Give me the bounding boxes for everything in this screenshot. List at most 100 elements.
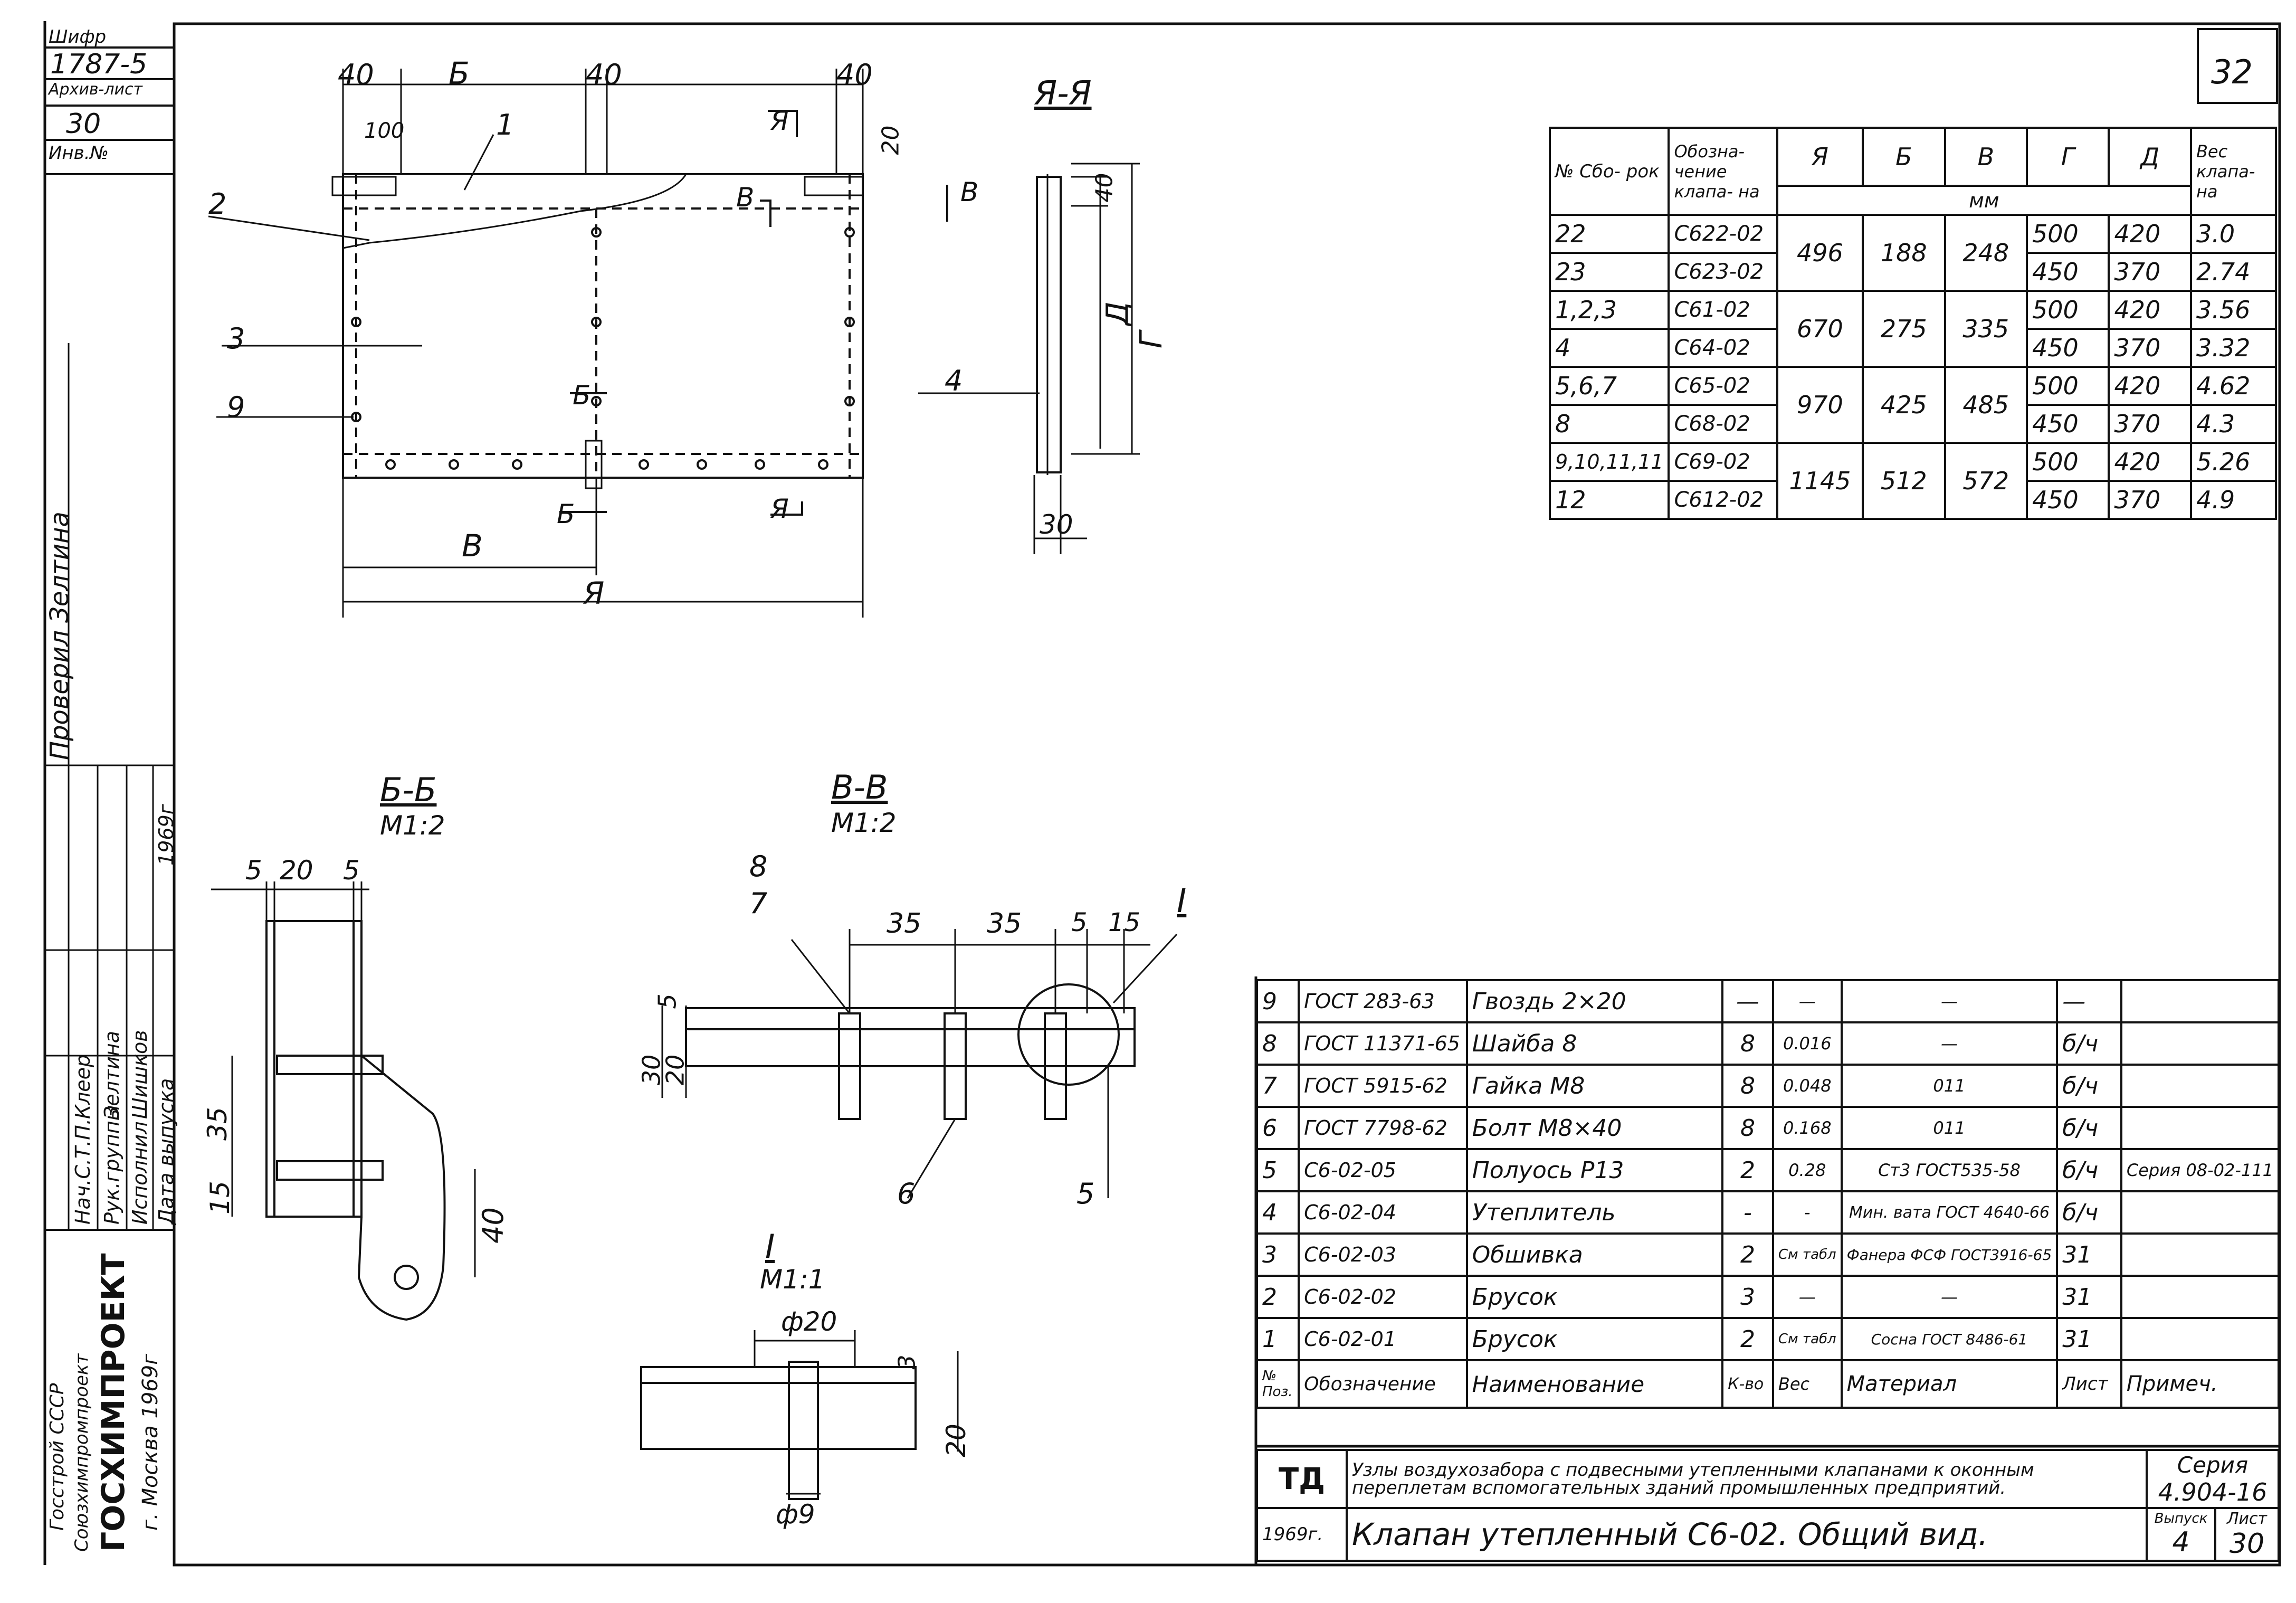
params-row-no: 1,2,3 bbox=[1548, 290, 1670, 330]
section-mark-a-bottom: Я bbox=[770, 494, 789, 524]
params-row-g: 450 bbox=[2025, 480, 2110, 520]
parts-head-pos: № Поз. bbox=[1255, 1359, 1300, 1409]
dim-top-40a: 40 bbox=[338, 58, 374, 91]
stamp-org-name: ГОСХИМПРОЕКТ bbox=[95, 1253, 132, 1552]
part-name: Болт М8×40 bbox=[1465, 1106, 1724, 1150]
part-material: — bbox=[1840, 1275, 2059, 1319]
part-name: Обшивка bbox=[1465, 1232, 1724, 1277]
params-row-code: С68-02 bbox=[1668, 404, 1778, 444]
i-dim-d20: ф20 bbox=[781, 1306, 837, 1337]
part-code: С6-02-04 bbox=[1298, 1190, 1468, 1235]
part-weight: См табл bbox=[1771, 1232, 1843, 1277]
part-name: Полуось Р13 bbox=[1465, 1148, 1724, 1192]
sheet-corner-number: 32 bbox=[2211, 53, 2253, 91]
params-row-b: 188 bbox=[1862, 214, 1946, 292]
section-mark-b-bottom: Б bbox=[557, 499, 575, 529]
part-material: — bbox=[1840, 1021, 2059, 1066]
part-sheet: 31 bbox=[2056, 1232, 2122, 1277]
stamp-cipher-label: Шифр bbox=[49, 26, 107, 48]
vv-dim-20: 20 bbox=[661, 1054, 690, 1086]
main-view bbox=[208, 69, 948, 618]
title-series-cell: Серия 4.904-16 bbox=[2146, 1449, 2280, 1509]
stamp-role-1: Нач.С.Т.П. bbox=[71, 1118, 94, 1225]
part-note bbox=[2120, 1064, 2280, 1108]
part-sheet: 31 bbox=[2056, 1275, 2122, 1319]
dim-30: 30 bbox=[1040, 509, 1073, 540]
part-weight: 0.048 bbox=[1771, 1064, 1843, 1108]
params-row-a: 1145 bbox=[1776, 442, 1864, 520]
part-note bbox=[2120, 1275, 2280, 1319]
params-row-d: 420 bbox=[2108, 214, 2192, 254]
dim-d: Д bbox=[1099, 301, 1136, 326]
part-name: Шайба 8 bbox=[1465, 1021, 1724, 1066]
bb-dim-5b: 5 bbox=[343, 855, 360, 886]
title-block: ТД Узлы воздухозабора с подвесными утепл… bbox=[1256, 1449, 2280, 1562]
part-weight: - bbox=[1771, 1190, 1843, 1235]
part-name: Гайка М8 bbox=[1465, 1064, 1724, 1108]
part-note bbox=[2120, 1317, 2280, 1361]
title-issue-value: 4 bbox=[2172, 1526, 2190, 1558]
callout-5: 5 bbox=[1076, 1177, 1095, 1210]
section-vv-title: В-В bbox=[831, 768, 888, 807]
part-sheet: б/ч bbox=[2056, 1106, 2122, 1150]
dim-v: В bbox=[462, 528, 483, 564]
callout-1: 1 bbox=[496, 108, 515, 141]
params-row-code: С61-02 bbox=[1668, 290, 1778, 330]
parts-head-sheet: Лист bbox=[2056, 1359, 2122, 1409]
bb-dim-40: 40 bbox=[476, 1207, 510, 1244]
params-head-b: Б bbox=[1862, 127, 1946, 187]
parts-head-qty: К-во bbox=[1721, 1359, 1774, 1409]
callout-3: 3 bbox=[227, 322, 245, 355]
params-row-d: 370 bbox=[2108, 480, 2192, 520]
params-row-v: 572 bbox=[1943, 442, 2028, 520]
stamp-inv-label: Инв.№ bbox=[49, 143, 109, 164]
part-name: Утеплитель bbox=[1465, 1190, 1724, 1235]
part-note: Серия 08-02-111 bbox=[2120, 1148, 2280, 1192]
part-code: С6-02-03 bbox=[1298, 1232, 1468, 1277]
params-unit: мм bbox=[1776, 185, 2192, 216]
part-material: 011 bbox=[1840, 1064, 2059, 1108]
i-dim-3: 3 bbox=[893, 1354, 921, 1370]
parts-head-note: Примеч. bbox=[2120, 1359, 2280, 1409]
params-row-v: 335 bbox=[1943, 290, 2028, 368]
part-sheet: 31 bbox=[2056, 1317, 2122, 1361]
params-row-d: 370 bbox=[2108, 252, 2192, 292]
part-weight: — bbox=[1771, 979, 1843, 1023]
part-name: Гвоздь 2×20 bbox=[1465, 979, 1724, 1023]
dim-top-100: 100 bbox=[364, 119, 405, 143]
part-note bbox=[2120, 979, 2280, 1023]
part-material: — bbox=[1840, 979, 2059, 1023]
part-qty: 2 bbox=[1721, 1317, 1774, 1361]
title-sheet-label: Лист bbox=[2226, 1509, 2268, 1528]
params-row-v: 485 bbox=[1943, 366, 2028, 444]
stamp-role-3: Исполнил bbox=[128, 1121, 151, 1225]
i-dim-20: 20 bbox=[940, 1424, 971, 1457]
params-row-weight: 3.32 bbox=[2189, 328, 2278, 368]
section-mark-a-top: Я bbox=[770, 106, 789, 136]
dim-top-b: Б bbox=[449, 55, 470, 91]
stamp-name-1: Клеер bbox=[71, 1054, 94, 1119]
part-code: С6-02-05 bbox=[1298, 1148, 1468, 1192]
part-note bbox=[2120, 1190, 2280, 1235]
part-qty: - bbox=[1721, 1190, 1774, 1235]
params-row-d: 370 bbox=[2108, 404, 2192, 444]
part-name: Брусок bbox=[1465, 1317, 1724, 1361]
stamp-cipher-value: 1787-5 bbox=[50, 49, 148, 80]
parts-head-code: Обозначение bbox=[1298, 1359, 1468, 1409]
params-row-d: 420 bbox=[2108, 290, 2192, 330]
part-pos: 5 bbox=[1255, 1148, 1300, 1192]
params-row-v: 248 bbox=[1943, 214, 2028, 292]
params-row-weight: 2.74 bbox=[2189, 252, 2278, 292]
title-series-value: 4.904-16 bbox=[2158, 1477, 2268, 1506]
params-row-b: 512 bbox=[1862, 442, 1946, 520]
dim-g: Г bbox=[1133, 331, 1169, 349]
bb-dim-5a: 5 bbox=[245, 855, 262, 886]
detail-i bbox=[640, 1330, 959, 1500]
title-td: ТД bbox=[1256, 1449, 1348, 1509]
part-sheet: б/ч bbox=[2056, 1064, 2122, 1108]
part-qty: 8 bbox=[1721, 1106, 1774, 1150]
section-bb bbox=[211, 881, 476, 1321]
params-head-d: Д bbox=[2108, 127, 2192, 187]
part-code: С6-02-01 bbox=[1298, 1317, 1468, 1361]
